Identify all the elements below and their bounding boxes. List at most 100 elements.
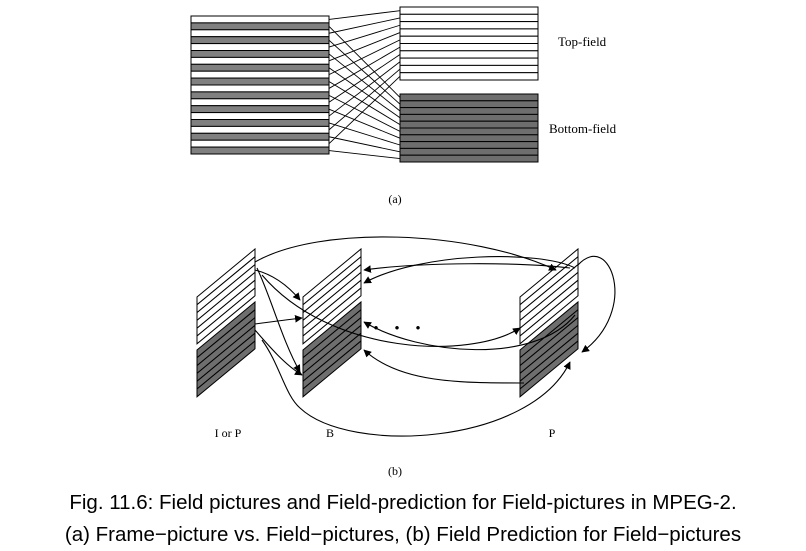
frame-line (190, 36, 330, 45)
frame-line (190, 84, 330, 93)
line-mapping-connectors (328, 10, 401, 160)
connector-line (328, 94, 401, 132)
b-bottom-field (302, 300, 362, 398)
frame-line (190, 50, 330, 58)
arrow-p-bottom-to-b-top (363, 314, 576, 351)
frame-line (190, 125, 330, 134)
arrow-ip-top-to-p-top (254, 236, 557, 271)
frame-line (190, 112, 330, 120)
top-field-line (302, 286, 362, 345)
top-field-line (399, 35, 539, 45)
connector-line (328, 122, 401, 146)
top-field-line (399, 28, 539, 37)
label-i-or-p: I or P (215, 426, 242, 440)
top-field-line (399, 6, 539, 15)
connector-line (328, 67, 401, 119)
prediction-arrows (254, 236, 616, 437)
ellipsis: • • • (373, 321, 426, 337)
bottom-field-label: Bottom-field (549, 121, 617, 136)
arrow-p-top-to-b-top (363, 263, 571, 273)
connector-line (328, 150, 401, 160)
ip-top-field (196, 247, 256, 345)
connector-line (328, 54, 401, 103)
arrow-p-top-to-b-bottom (363, 256, 576, 284)
sublabel-b: (b) (388, 464, 402, 478)
connector-line (328, 24, 401, 48)
field-prediction-diagram: • • • I or P B P (b) (196, 236, 616, 478)
ip-bottom-field (196, 300, 256, 398)
connector-line (328, 68, 401, 131)
connector-line (328, 17, 401, 34)
connector-line (328, 32, 401, 62)
bottom-field-line (519, 339, 579, 398)
bottom-field-line (399, 134, 539, 143)
connector-line (328, 108, 401, 139)
connector-line (328, 26, 401, 98)
connector-line (328, 81, 401, 125)
top-field-line (399, 21, 539, 30)
top-field-line (399, 13, 539, 23)
frame-line (190, 146, 330, 155)
field-pictures (196, 247, 579, 398)
top-field-label: Top-field (558, 34, 607, 49)
frame-line (190, 29, 330, 38)
frame-line (190, 56, 330, 65)
frame-line (190, 91, 330, 100)
arrow-p-top-to-p-bottom (577, 256, 616, 353)
connector-line (328, 136, 401, 153)
bottom-field-line (196, 339, 256, 398)
connector-line (328, 10, 401, 20)
bottom-field-line (399, 154, 539, 163)
label-p: P (549, 426, 556, 440)
frame-line (190, 22, 330, 31)
arrow-ip-bottom-to-p-bottom (261, 339, 571, 437)
bottom-field-line (399, 127, 539, 136)
bottom-field-line (399, 107, 539, 115)
bottom-field-line (399, 113, 539, 122)
frame-line (190, 139, 330, 148)
bottom-field-line (399, 120, 539, 129)
frame-line (190, 63, 330, 72)
frame-line (190, 98, 330, 107)
arrow-ip-bottom-to-b-bottom (254, 329, 303, 376)
top-field-line (399, 64, 539, 74)
top-field-line (399, 72, 539, 81)
bottom-field-line (399, 93, 539, 102)
connector-line (328, 76, 401, 144)
bottom-field-picture (399, 93, 539, 163)
label-b: B (326, 426, 334, 440)
arrow-p-bottom-to-b-bottom (363, 349, 525, 384)
frame-line (190, 70, 330, 79)
connector-line (328, 39, 401, 105)
arrow-ip-top-to-b-bottom (256, 267, 301, 373)
frame-line (190, 43, 330, 51)
p-top-field (519, 247, 579, 345)
frame-line (190, 132, 330, 141)
caption-line-1: Fig. 11.6: Field pictures and Field-pred… (69, 491, 737, 514)
top-field-line (196, 286, 256, 345)
p-bottom-field (519, 300, 579, 398)
arrow-ip-bottom-to-b-top (254, 314, 303, 325)
b-top-field (302, 247, 362, 345)
frame-picture (190, 15, 330, 155)
top-field-picture (399, 6, 539, 81)
frame-line (190, 105, 330, 114)
arrow-ip-top-to-b-top (254, 269, 301, 301)
frame-line (190, 15, 330, 24)
top-field-line (399, 50, 539, 59)
connector-line (328, 61, 401, 117)
frame-line (190, 77, 330, 86)
arrow-ip-top-to-p-bottom (261, 274, 521, 347)
bottom-field-line (302, 339, 362, 398)
sublabel-a: (a) (388, 192, 401, 206)
connector-line (328, 53, 401, 112)
bottom-field-line (399, 141, 539, 149)
bottom-field-line (399, 100, 539, 109)
connector-line (328, 39, 401, 76)
top-field-line (519, 286, 579, 345)
connector-line (328, 46, 401, 89)
frame-vs-field-diagram: Top-field Bottom-field (a) (190, 6, 617, 206)
top-field-line (399, 57, 539, 66)
frame-line (190, 119, 330, 127)
